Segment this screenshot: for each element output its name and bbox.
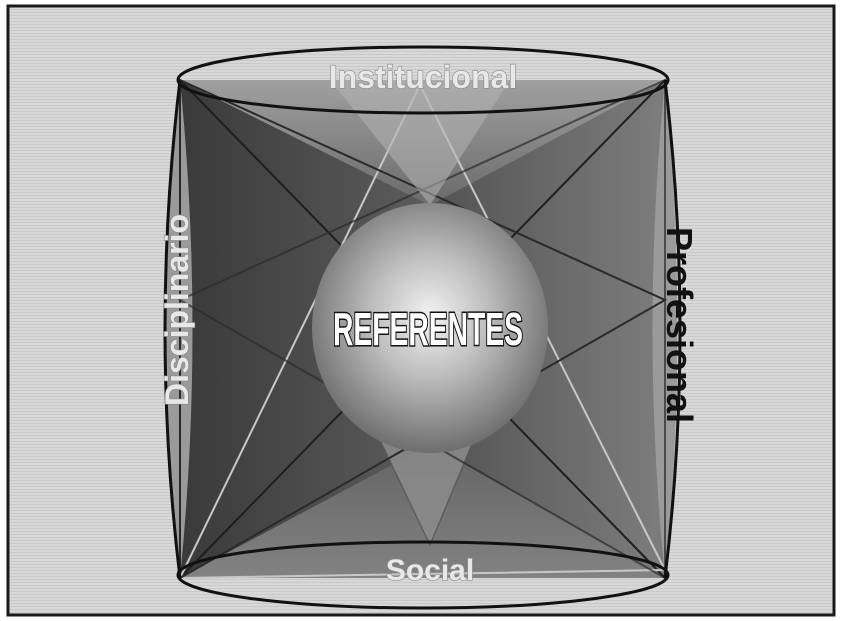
label-social: Social	[386, 554, 474, 587]
label-disciplinario: Disciplinario	[159, 214, 195, 406]
label-profesional: Profesional	[659, 227, 700, 423]
label-institucional: Institucional	[329, 59, 517, 95]
label-referentes: REFERENTES	[333, 303, 523, 355]
